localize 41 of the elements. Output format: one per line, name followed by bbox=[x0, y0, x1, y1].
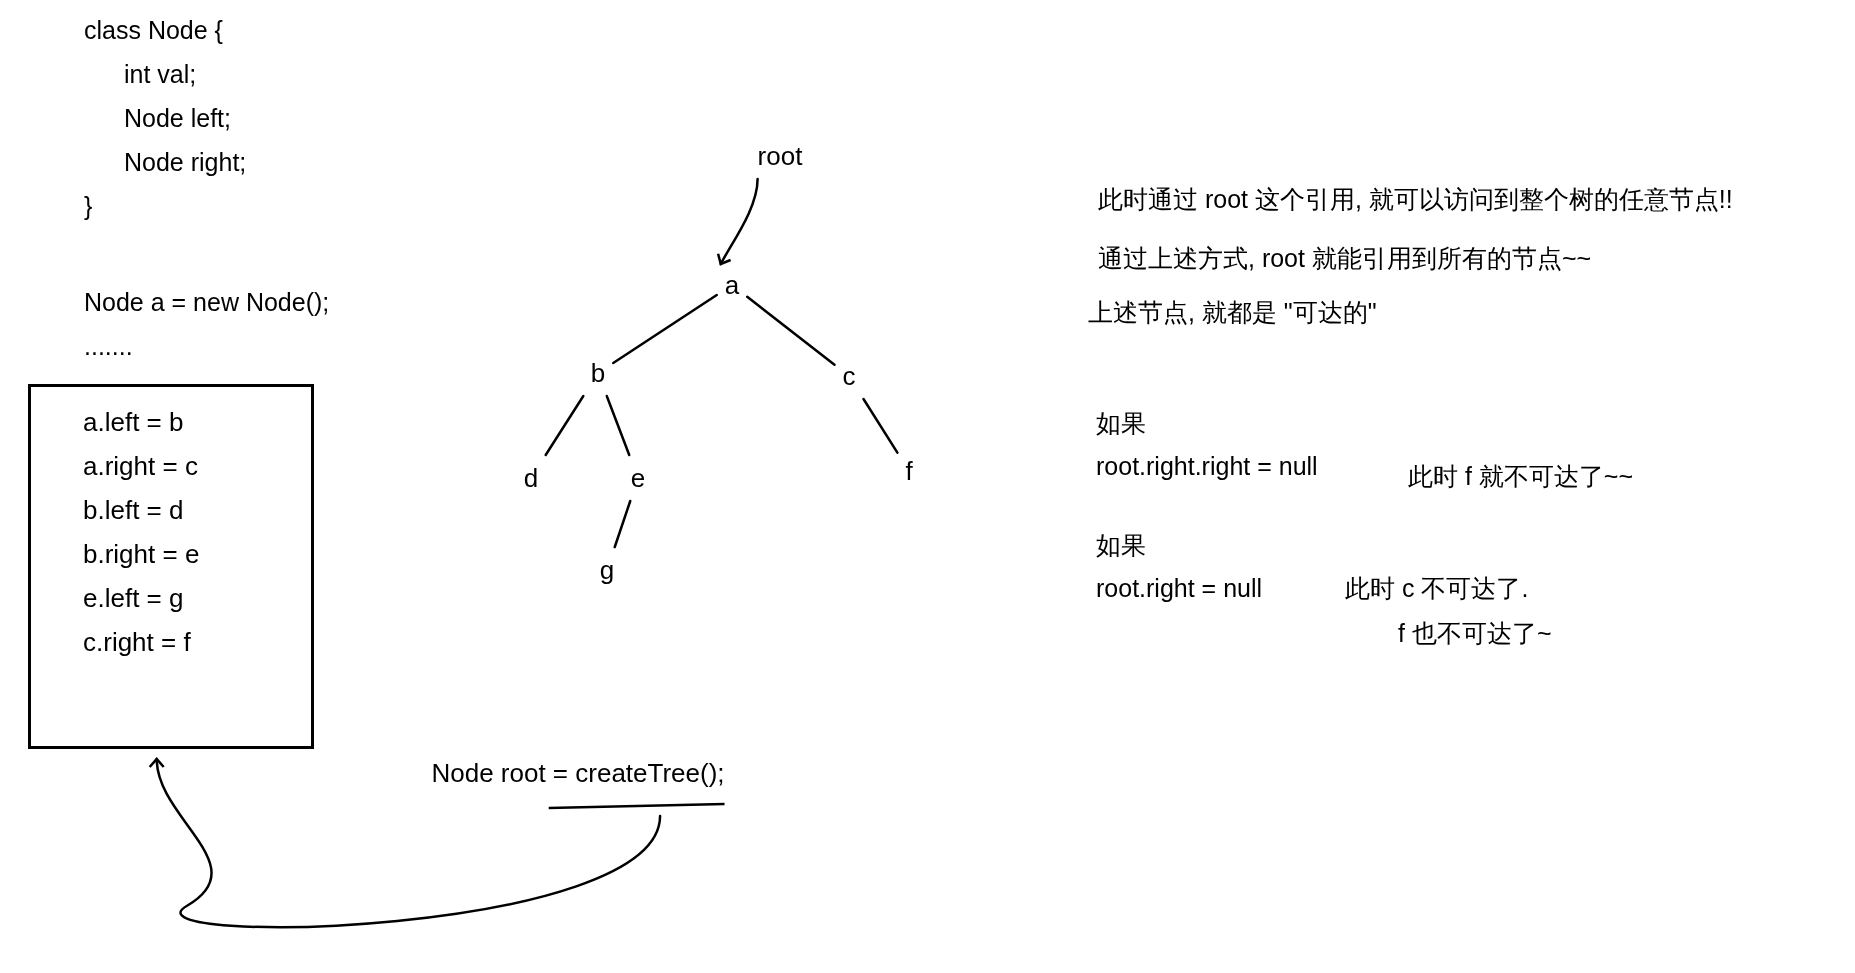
assignment-text: e.left = g bbox=[83, 583, 184, 613]
note-text: 此时通过 root 这个引用, 就可以访问到整个树的任意节点!! bbox=[1098, 184, 1733, 215]
code-text: Node root = createTree(); bbox=[431, 758, 725, 788]
tree-branch-line bbox=[746, 295, 836, 366]
tree-branch-line bbox=[862, 397, 899, 454]
note-text: 如果 bbox=[1096, 408, 1146, 439]
note-text: ....... bbox=[84, 331, 133, 362]
note-text: int val; bbox=[124, 59, 197, 90]
note-text: Node a = new Node(); bbox=[84, 287, 330, 318]
note-text: f 也不可达了~ bbox=[1398, 618, 1552, 649]
tree-branch-line bbox=[605, 394, 631, 457]
tree-node-label: a bbox=[724, 270, 740, 300]
note-text: Node right; bbox=[124, 147, 247, 178]
code-box bbox=[28, 384, 314, 749]
tree-node-label: root bbox=[757, 141, 803, 171]
tree-node-label: c bbox=[842, 361, 856, 391]
note-text: class Node { bbox=[84, 15, 223, 46]
tree-node-label: d bbox=[523, 463, 539, 493]
note-text: 通过上述方式, root 就能引用到所有的节点~~ bbox=[1098, 243, 1592, 274]
tree-node-label: g bbox=[599, 555, 615, 585]
note-text: } bbox=[84, 191, 93, 222]
assignment-text: c.right = f bbox=[83, 627, 191, 657]
arrow bbox=[717, 177, 759, 266]
tree-branch-line bbox=[612, 293, 718, 365]
note-text: 上述节点, 就都是 "可达的" bbox=[1088, 297, 1377, 328]
assignment-text: a.right = c bbox=[83, 451, 198, 481]
tree-node-label: e bbox=[630, 463, 646, 493]
arrow bbox=[149, 757, 662, 929]
tree-node-label: f bbox=[905, 456, 913, 486]
assignment-text: b.left = d bbox=[83, 495, 184, 525]
assignment-text: a.left = b bbox=[83, 407, 184, 437]
note-text: root.right.right = null bbox=[1096, 451, 1318, 482]
note-text: Node left; bbox=[124, 103, 231, 134]
tree-branch-line bbox=[544, 394, 585, 457]
note-text: 此时 c 不可达了. bbox=[1345, 573, 1529, 604]
tree-branch-line bbox=[613, 499, 632, 549]
note-text: root.right = null bbox=[1096, 573, 1263, 604]
assignment-text: b.right = e bbox=[83, 539, 200, 569]
note-text: 如果 bbox=[1096, 530, 1146, 561]
note-text: 此时 f 就不可达了~~ bbox=[1408, 461, 1634, 492]
tree-node-label: b bbox=[590, 358, 606, 388]
